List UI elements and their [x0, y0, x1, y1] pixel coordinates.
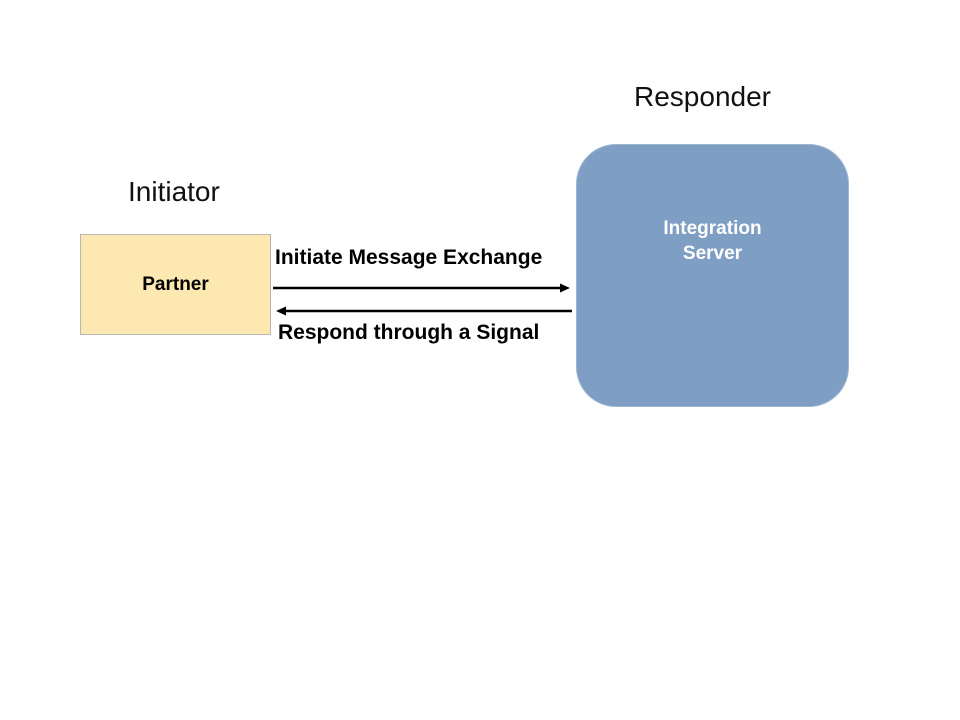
initiator-label: Initiator — [128, 176, 220, 207]
partner-node-label: Partner — [142, 273, 209, 295]
request-arrow — [273, 283, 570, 293]
integration-server-label: Integration Server — [577, 216, 848, 266]
partner-node: Partner — [80, 234, 271, 335]
response-message-label: Respond through a Signal — [278, 321, 540, 344]
integration-server-label-line2: Server — [682, 243, 743, 264]
request-message-label: Initiate Message Exchange — [275, 246, 543, 269]
integration-server-label-line1: Integration — [663, 218, 762, 239]
responder-label: Responder — [634, 81, 771, 112]
response-arrow — [276, 306, 572, 316]
integration-server-node: Integration Server — [576, 144, 849, 407]
